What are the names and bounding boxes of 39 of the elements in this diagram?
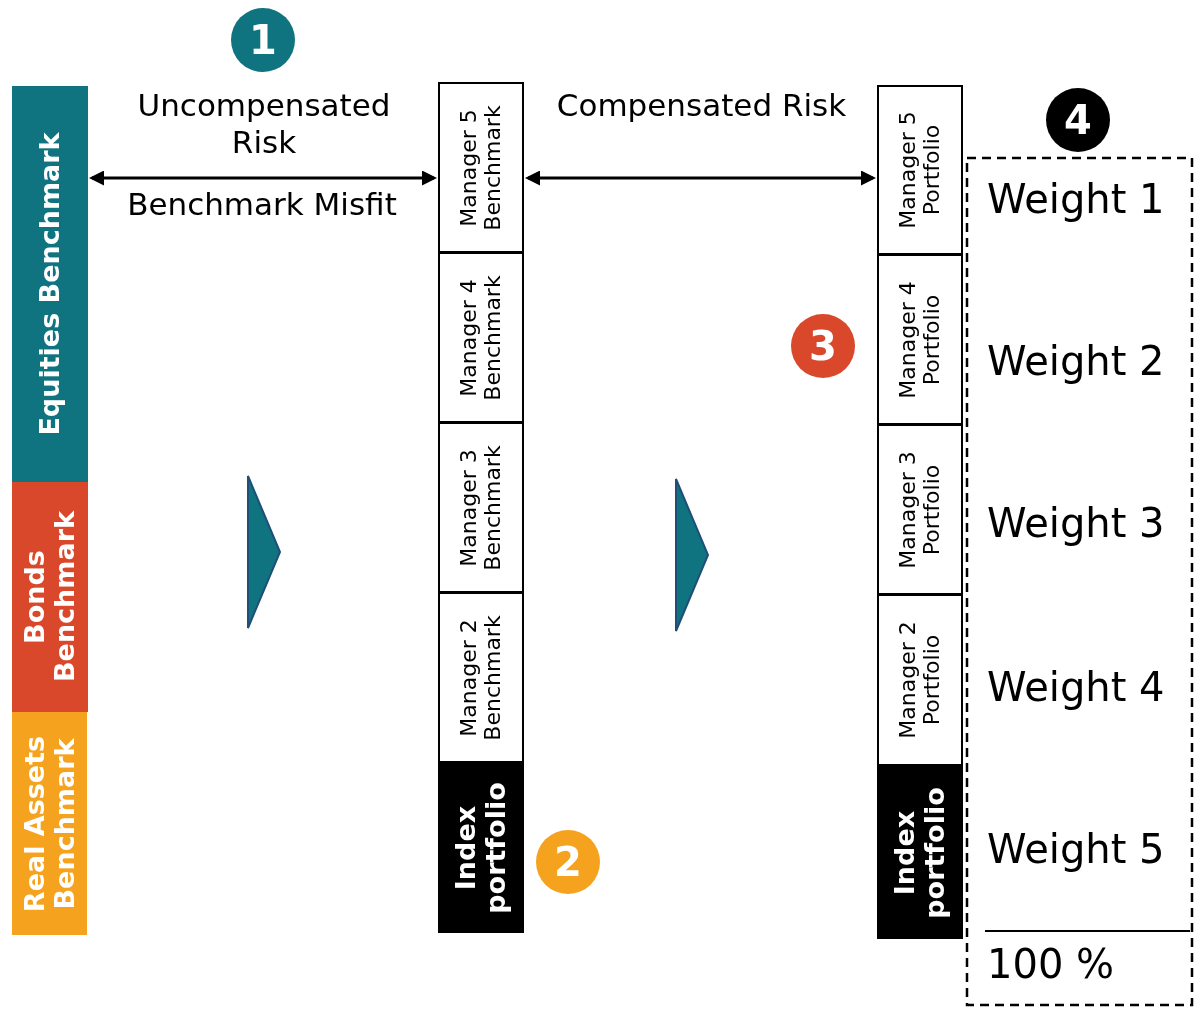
double-arrow bbox=[89, 170, 437, 186]
vertical-label: Manager 5 Portfolio bbox=[895, 110, 945, 231]
benchmark-bar bbox=[12, 482, 88, 712]
manager-box bbox=[438, 592, 524, 763]
weight-text: 100 % bbox=[987, 941, 1115, 987]
vertical-label: Manager 3 Benchmark bbox=[456, 443, 506, 573]
vertical-label: Bonds Benchmark bbox=[20, 512, 80, 682]
manager-box bbox=[438, 82, 524, 253]
vertical-label: Manager 5 Benchmark bbox=[456, 103, 506, 233]
weight-text: Weight 2 bbox=[987, 338, 1165, 384]
vertical-label: Index portfolio bbox=[451, 780, 511, 916]
weight-text: Weight 3 bbox=[987, 500, 1165, 546]
double-arrow bbox=[525, 170, 876, 186]
vertical-label: Manager 4 Benchmark bbox=[456, 273, 506, 403]
vertical-label: Manager 4 Portfolio bbox=[895, 279, 945, 401]
manager-box bbox=[438, 422, 524, 593]
vertical-label: Manager 2 Benchmark bbox=[456, 613, 506, 743]
manager-box bbox=[877, 85, 963, 255]
callout-number: 3 bbox=[791, 314, 855, 378]
manager-box bbox=[877, 594, 963, 766]
weight-text: Weight 1 bbox=[987, 176, 1165, 222]
benchmark-bar bbox=[12, 712, 87, 935]
vertical-label: Index portfolio bbox=[890, 785, 950, 921]
manager-box bbox=[438, 252, 524, 423]
dashed-frame bbox=[965, 156, 1194, 1007]
vertical-label: Manager 2 Portfolio bbox=[895, 620, 945, 741]
manager-box bbox=[877, 424, 963, 595]
index-box bbox=[438, 762, 524, 933]
manager-box bbox=[877, 254, 963, 425]
callout-number: 2 bbox=[536, 830, 600, 894]
vertical-label: Real Assets Benchmark bbox=[19, 734, 80, 914]
benchmark-bar bbox=[12, 86, 88, 482]
callout-number: 4 bbox=[1046, 88, 1110, 152]
index-box bbox=[877, 766, 963, 939]
weight-text: Weight 5 bbox=[987, 826, 1165, 872]
vertical-label: Manager 3 Portfolio bbox=[895, 449, 945, 571]
vertical-label: Equities Benchmark bbox=[35, 131, 65, 438]
weight-text: Weight 4 bbox=[987, 664, 1165, 710]
callout-number: 1 bbox=[231, 8, 295, 72]
